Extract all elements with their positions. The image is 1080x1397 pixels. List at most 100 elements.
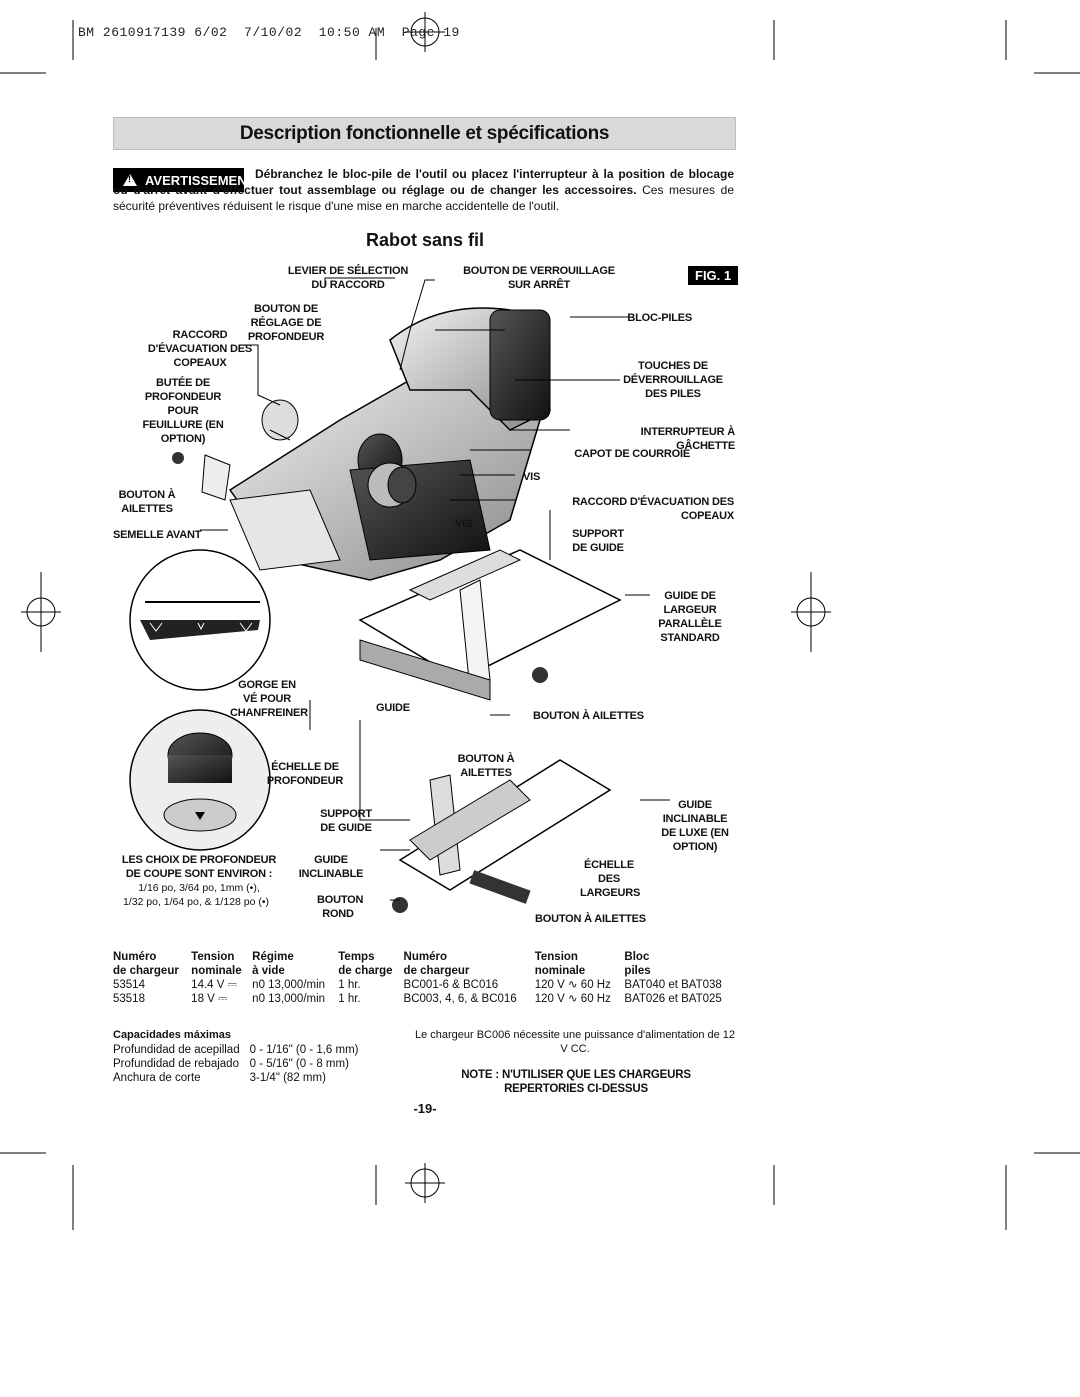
warning-text: Débranchez le bloc-pile de l'outil ou pl… [113, 166, 734, 214]
charger-spec-table: Numéro Tension Régime Temps Numéro Tensi… [113, 950, 738, 1006]
table-row: Profundidad de rebajado 0 - 5/16" (0 - 8 … [113, 1057, 363, 1071]
spec-cell: 53518 [113, 993, 145, 1005]
callout-bevel-fence: GUIDE INCLINABLE [298, 854, 364, 880]
spec-header: Numéro [403, 951, 447, 963]
spec-header: piles [624, 965, 651, 977]
spec-cell: BAT026 et BAT025 [624, 993, 722, 1005]
callout-round-knob: BOUTON ROND [317, 894, 364, 920]
warning-bold-text: Débranchez le bloc-pile de l'outil ou pl… [113, 167, 734, 197]
spec-header: à vide [252, 965, 285, 977]
page-title: Description fonctionnelle et spécificati… [239, 123, 610, 144]
warning-badge: AVERTISSEMENT [113, 168, 255, 192]
page-title-bar: Description fonctionnelle et spécificati… [113, 117, 736, 150]
callout-width-scale: ÉCHELLE DES LARGEURS [580, 859, 641, 899]
capacity-value: 3-1/4" (82 mm) [249, 1072, 326, 1084]
spec-header: de chargeur [113, 965, 179, 977]
spec-cell: n0 13,000/min [252, 979, 326, 991]
spec-cell: BC003, 4, 6, & BC016 [403, 993, 517, 1005]
spec-header: Temps [338, 951, 375, 963]
spec-header: Tension [534, 951, 578, 963]
callout-chip-port: RACCORD D'ÉVACUATION DES COPEAUX [147, 329, 253, 369]
callout-battery-pack: BLOC-PILES [627, 312, 692, 324]
table-row: 53514 14.4 V ⎓ n0 13,000/min 1 hr. BC001… [113, 978, 738, 992]
planer-body [228, 307, 551, 581]
capacity-value: 0 - 1/16" (0 - 1,6 mm) [249, 1044, 359, 1056]
spec-cell: 1 hr. [338, 979, 361, 991]
callout-wing-knob-3: BOUTON À AILETTES [457, 753, 515, 779]
registration-mark-top [405, 12, 445, 52]
capacity-value: 0 - 5/16" (0 - 8 mm) [249, 1058, 349, 1070]
spec-header-row-1: Numéro Tension Régime Temps Numéro Tensi… [113, 950, 738, 964]
deluxe-guide [392, 759, 612, 913]
callout-deluxe-fence: GUIDE INCLINABLE DE LUXE (EN OPTION) [661, 799, 729, 853]
spec-header: Tension [191, 951, 235, 963]
capacity-label: Anchura de corte [113, 1072, 201, 1084]
warning-label: AVERTISSEMENT [145, 172, 255, 188]
capacity-label: Profundidad de rebajado [113, 1058, 239, 1070]
spec-header: Régime [252, 951, 294, 963]
callout-screw-2: VIS [455, 518, 473, 530]
planer-illustration [129, 277, 670, 913]
callout-depth-choices: LES CHOIX DE PROFONDEUR DE COUPE SONT EN… [121, 854, 277, 880]
spec-header: Numéro [113, 951, 157, 963]
chargers-warning-note: NOTE : N'UTILISER QUE LES CHARGEURS REPE… [461, 1069, 691, 1095]
callout-guide-bracket-1: SUPPORT DE GUIDE [572, 528, 624, 554]
figure-label: FIG. 1 [688, 266, 739, 285]
registration-mark-bottom [405, 1163, 445, 1203]
callout-screw-1: VIS [523, 471, 541, 483]
callout-guide: GUIDE [376, 702, 410, 714]
depth-stop-part [172, 452, 231, 501]
spec-header: de chargeur [403, 965, 470, 977]
callout-battery-release: TOUCHES DE DÉVERROUILLAGE DES PILES [623, 360, 723, 400]
table-row: Profundidad de acepillad 0 - 1/16" (0 - 1… [113, 1043, 363, 1057]
spec-header: de charge [338, 965, 393, 977]
callout-v-groove: GORGE EN VÉ POUR CHANFREINER [230, 679, 308, 719]
callout-chip-port-2: RACCORD D'ÉVACUATION DES COPEAUX [572, 496, 734, 522]
spec-cell: 1 hr. [338, 993, 361, 1005]
print-slug: BM 2610917139 6/02 7/10/02 10:50 AM Page… [78, 25, 460, 40]
callout-lockoff-button: BOUTON DE VERROUILLAGE SUR ARRÊT [463, 265, 615, 291]
spec-cell: BC001-6 & BC016 [403, 979, 499, 991]
spec-cell: 18 V ⎓ [191, 993, 228, 1005]
spec-header: nominale [534, 965, 586, 977]
callout-wing-knob-4: BOUTON À AILETTES [535, 913, 646, 925]
callout-trigger: INTERRUPTEUR À GÂCHETTE [640, 426, 736, 452]
callout-depth-scale: ÉCHELLE DE PROFONDEUR [266, 761, 344, 787]
spec-cell: 14.4 V ⎓ [191, 979, 237, 991]
vgroove-detail [129, 549, 271, 691]
spec-cell: BAT040 et BAT038 [624, 979, 722, 991]
callout-rebate-stop: BUTÉE DE PROFONDEUR POUR FEUILLURE (EN O… [142, 377, 224, 445]
registration-mark-left [21, 572, 61, 652]
capacities-table: Profundidad de acepillad 0 - 1/16" (0 - 1… [113, 1043, 363, 1085]
spec-cell: 53514 [113, 979, 145, 991]
callout-selector-lever: LEVIER DE SÉLECTION DU RACCORD [287, 265, 409, 291]
table-row: 53518 18 V ⎓ n0 13,000/min 1 hr. BC003, … [113, 992, 738, 1006]
warning-plain-text: Ces mesures de sécurité préventives rédu… [113, 183, 734, 213]
leader-lines [200, 277, 670, 901]
callout-wing-knob-1: BOUTON À AILETTES [118, 489, 176, 515]
table-row: Anchura de corte 3-1/4" (82 mm) [113, 1071, 363, 1085]
callout-std-fence: GUIDE DE LARGEUR PARALLÈLE STANDARD [658, 590, 722, 644]
warning-icon [123, 174, 137, 186]
callout-belt-cover: CAPOT DE COURROIE [574, 448, 690, 460]
spec-header-row-2: de chargeur nominale à vide de charge de… [113, 964, 738, 978]
callout-depth-knob: BOUTON DE RÉGLAGE DE PROFONDEUR [247, 303, 325, 343]
spec-cell: 120 V ∿ 60 Hz [534, 979, 611, 991]
capacity-label: Profundidad de acepillad [113, 1044, 240, 1056]
callout-depth-choices-2: 1/32 po, 1/64 po, & 1/128 po (•) [122, 896, 270, 908]
spec-header: nominale [191, 965, 242, 977]
callout-guide-bracket-2: SUPPORT DE GUIDE [320, 808, 372, 834]
section-subtitle: Rabot sans fil [365, 230, 485, 250]
spec-header: Bloc [624, 951, 650, 963]
callout-depth-choices-1: 1/16 po, 3/64 po, 1mm (•), [138, 882, 260, 894]
standard-guide [358, 549, 622, 701]
capacities-title: Capacidades máximas [113, 1029, 232, 1041]
charger-note: Le chargeur BC006 nécessite une puissanc… [414, 1029, 736, 1055]
page-number: -19- [413, 1101, 437, 1116]
depth-knob-detail [129, 709, 271, 851]
registration-mark-right [791, 572, 831, 652]
spec-cell: n0 13,000/min [252, 993, 326, 1005]
callout-wing-knob-2: BOUTON À AILETTES [533, 710, 644, 722]
spec-cell: 120 V ∿ 60 Hz [534, 993, 611, 1005]
